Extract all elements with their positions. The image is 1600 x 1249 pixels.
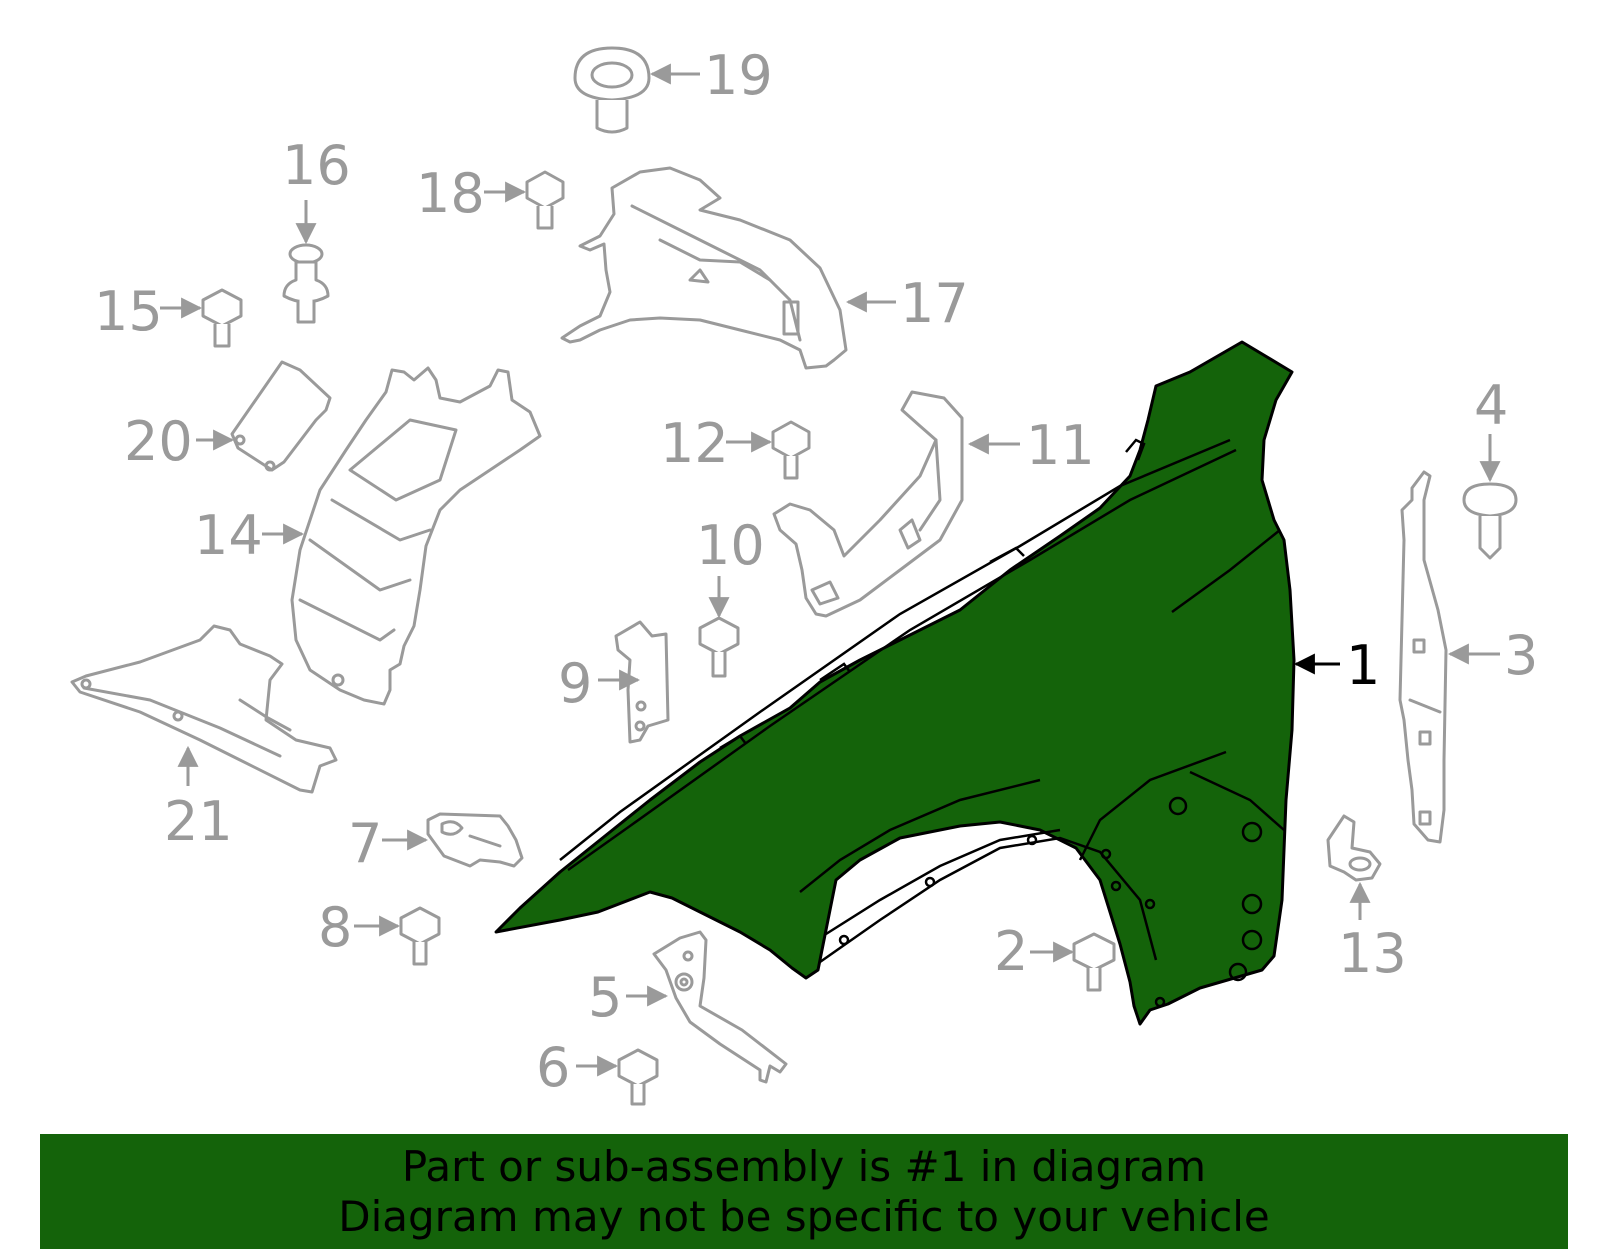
part-3-strip[interactable] <box>1398 470 1448 844</box>
callout-4: 4 <box>1474 374 1508 437</box>
callout-9: 9 <box>558 652 592 715</box>
callout-numbers: 1 2 3 4 5 6 7 8 9 10 11 12 13 14 15 16 1… <box>94 44 1538 1099</box>
callout-19: 19 <box>704 44 773 107</box>
part-1-fender[interactable] <box>494 340 1296 1026</box>
parts-diagram: 1 2 3 4 5 6 7 8 9 10 11 12 13 14 15 16 1… <box>70 44 1538 1106</box>
part-16-clip[interactable] <box>282 243 330 324</box>
part-7-bracket[interactable] <box>426 812 524 868</box>
part-8-bolt[interactable] <box>399 906 441 966</box>
part-15-bolt[interactable] <box>201 288 243 348</box>
callout-18: 18 <box>416 162 485 225</box>
part-9-bracket[interactable] <box>614 620 670 744</box>
part-18-bolt[interactable] <box>525 170 565 230</box>
part-10-bolt[interactable] <box>698 616 740 678</box>
callout-16: 16 <box>282 134 351 197</box>
callout-1: 1 <box>1346 634 1380 697</box>
callout-5: 5 <box>588 966 622 1029</box>
fender-body <box>494 340 1296 1026</box>
callout-leaders <box>160 63 1501 1077</box>
part-13-clip[interactable] <box>1326 814 1382 882</box>
banner-line-2: Diagram may not be specific to your vehi… <box>338 1192 1270 1241</box>
part-21-shield[interactable] <box>70 624 338 794</box>
part-20-plate[interactable] <box>230 360 332 472</box>
callout-8: 8 <box>318 896 352 959</box>
callout-14: 14 <box>194 504 263 567</box>
callout-21: 21 <box>164 790 233 853</box>
part-11-bracket[interactable] <box>772 390 964 618</box>
callout-7: 7 <box>348 812 382 875</box>
part-2-bolt[interactable] <box>1072 932 1116 992</box>
callout-3: 3 <box>1504 624 1538 687</box>
callout-2: 2 <box>994 920 1028 983</box>
part-17-liner[interactable] <box>560 166 848 370</box>
part-6-bolt[interactable] <box>617 1048 659 1106</box>
part-12-bolt[interactable] <box>771 420 811 480</box>
part-4-clip[interactable] <box>1462 482 1518 560</box>
banner-line-1: Part or sub-assembly is #1 in diagram <box>401 1142 1207 1191</box>
callout-15: 15 <box>94 280 163 343</box>
callout-12: 12 <box>660 412 729 475</box>
info-banner: Part or sub-assembly is #1 in diagram Di… <box>40 1134 1568 1249</box>
callout-6: 6 <box>536 1036 570 1099</box>
part-19-clip[interactable] <box>573 46 651 134</box>
callout-20: 20 <box>124 410 193 473</box>
callout-11: 11 <box>1026 414 1095 477</box>
callout-13: 13 <box>1338 922 1407 985</box>
part-14-liner[interactable] <box>290 366 542 706</box>
callout-17: 17 <box>900 272 969 335</box>
part-5-brace[interactable] <box>652 930 788 1084</box>
callout-10: 10 <box>696 514 765 577</box>
